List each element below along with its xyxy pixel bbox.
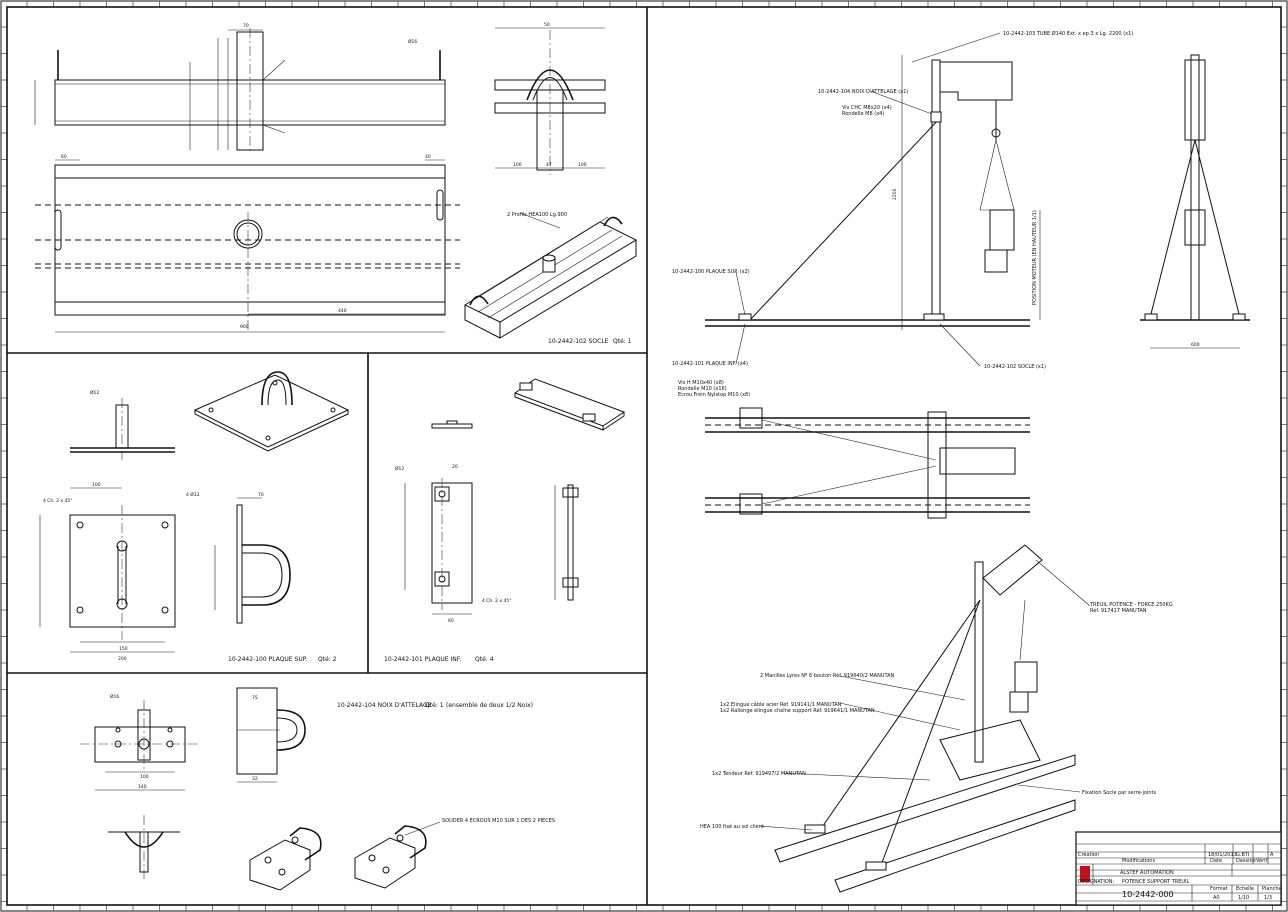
callout-tendeur: 1x2 Tendeur Réf. 919497/2 MANUTAN xyxy=(712,770,806,777)
dim-140: 140 xyxy=(138,784,147,790)
callout-elingue1: 1x2 Elingue câble acier Réf. 919141/1 MA… xyxy=(720,701,842,708)
dim-32: 32 xyxy=(252,776,258,782)
callout-treuil-ref: Réf. 917417 MANUTAN xyxy=(1090,607,1147,614)
callout-hea: HEA 100 fixé au sol client xyxy=(700,823,764,830)
dim-900: 900 xyxy=(240,324,249,330)
socle-views xyxy=(34,27,638,339)
tb-format-label: Format xyxy=(1210,886,1228,892)
tb-sheet-value: 1/3 xyxy=(1264,895,1272,901)
plaque-inf-views xyxy=(404,378,626,615)
dim-ch-b: 4 Ch. 2 x 45° xyxy=(482,598,512,604)
dim-75: 75 xyxy=(252,695,258,701)
noix-note: (ensemble de deux 1/2 Noix) xyxy=(446,702,533,709)
tb-drawing-number: 10-2442-000 xyxy=(1122,890,1174,899)
dim-100-c: 100 xyxy=(92,482,101,488)
dim-100-d: 100 xyxy=(140,774,149,780)
callout-vis-h: Vis H M10x40 (x8) xyxy=(678,380,724,386)
company-logo xyxy=(1080,866,1090,882)
tb-sheet-label: Planche xyxy=(1262,886,1282,892)
dim-150: 150 xyxy=(119,646,128,652)
assembly-side-view xyxy=(1140,54,1250,349)
callout-rondelle-m10: Rondelle M10 (x16) xyxy=(678,386,727,392)
tb-company: ALSTEF AUTOMATION xyxy=(1120,870,1174,876)
tb-format-value: A0 xyxy=(1213,895,1220,901)
dim-100-a: 100 xyxy=(513,162,522,168)
callout-vis-noix: Vis CHC M8x20 (x4) xyxy=(842,105,892,111)
tb-revision: A xyxy=(1270,852,1274,858)
callout-plaque-inf: 10-2442-101 PLAQUE INF. (x4) xyxy=(672,361,748,367)
tb-scale-label: Echelle xyxy=(1236,886,1254,892)
plaque-sup-caption: 10-2442-100 PLAQUE SUP. xyxy=(228,656,307,663)
dim-60-b: 60 xyxy=(448,618,454,624)
tb-designation-label: DESIGNATION: xyxy=(1078,879,1115,885)
tb-creation: Création xyxy=(1078,851,1099,858)
dim-d12: Ø12 xyxy=(90,389,99,396)
tb-scale-value: 1/10 xyxy=(1238,895,1249,901)
dim-40: 40 xyxy=(425,154,431,160)
callout-plaque-sup: 10-2442-100 PLAQUE SUP. (x2) xyxy=(672,269,750,275)
noix-weld-note: SOUDER 4 ECROUS M10 SUR 1 DES 2 PIECES xyxy=(442,818,555,824)
callout-noix: 10-2442-104 NOIX D'ATTELAGE (x1) xyxy=(818,89,908,95)
dim-4x12: 4 Ø12 xyxy=(186,491,200,498)
plaque-inf-qty: Qté: 4 xyxy=(475,656,494,663)
callout-socle: 10-2442-102 SOCLE (x1) xyxy=(984,364,1046,370)
callout-elingue2: 1x2 Rallonge élingue chaîne support Réf.… xyxy=(720,707,875,714)
dim-2200: 2200 xyxy=(892,188,898,200)
socle-iso-note: 2 Profils HEA100 Lg.900 xyxy=(507,212,567,218)
tb-date-label: Date xyxy=(1210,858,1222,864)
assembly-plan-view xyxy=(705,407,1030,519)
dim-d16: Ø16 xyxy=(408,38,417,45)
title-block xyxy=(1075,831,1282,906)
callout-rondelle-noix: Rondelle M8 (x4) xyxy=(842,111,884,117)
assembly-front-view xyxy=(705,32,1041,330)
inner-frame xyxy=(6,6,1282,906)
noix-qty: Qté: 1 xyxy=(425,702,444,709)
callout-manille: 2 Manilles Lyres Nº 6 bouton Réf. 919640… xyxy=(760,672,895,679)
tb-modifications: Modifications xyxy=(1122,858,1155,864)
dim-50: 50 xyxy=(544,22,550,28)
dim-d16-b: Ø16 xyxy=(110,693,119,700)
plaque-inf-caption: 10-2442-101 PLAQUE INF. xyxy=(384,656,461,663)
tb-author: G.BTI xyxy=(1236,852,1249,858)
callout-tube: 10-2442-103 TUBE Ø140 Ext. x ep.3 x Lg. … xyxy=(1003,30,1133,37)
callout-leaders xyxy=(735,90,1091,831)
dim-440: 440 xyxy=(338,308,347,314)
dim-2x12: Ø12 xyxy=(395,465,404,472)
noix-views xyxy=(80,687,441,891)
tb-checked-label: Vérif. xyxy=(1256,857,1269,864)
callout-fixation: Fixation Socle par serre-joints xyxy=(1082,790,1156,796)
dim-20: 20 xyxy=(452,464,458,470)
dim-70-b: 70 xyxy=(258,492,264,498)
tb-designation-value: POTENCE SUPPORT TREUIL xyxy=(1122,879,1190,885)
dim-60: 60 xyxy=(61,154,67,160)
noix-caption: 10-2442-104 NOIX D'ATTELAGE xyxy=(337,702,432,709)
callout-treuil: TREUIL POTENCE - FORCE 250KG xyxy=(1089,602,1173,608)
dim-chamfer: 4 Ch. 2 x 45° xyxy=(43,498,73,504)
assembly-isometric-view xyxy=(774,544,1076,893)
tb-date-value: 18/01/2013 xyxy=(1208,852,1237,858)
dim-600: 600 xyxy=(1191,342,1200,348)
dim-200: 200 xyxy=(118,656,127,662)
plaque-sup-qty: Qté: 2 xyxy=(318,656,337,663)
callout-hauteur: POSITION MOTEUR (EN HAUTEUR 1/1) xyxy=(1032,210,1038,305)
dim-100-b: 100 xyxy=(578,162,587,168)
dim-47: 47 xyxy=(546,162,552,168)
socle-caption: 10-2442-102 SOCLE xyxy=(548,338,609,345)
socle-qty: Qté: 1 xyxy=(613,338,632,345)
callout-ecrou: Ecrou Frein Nylstop M10 (x8) xyxy=(678,392,750,398)
tb-drawn-label: Dessiné xyxy=(1236,857,1256,864)
dim-70: 70 xyxy=(243,23,249,29)
plaque-sup-views xyxy=(39,371,350,653)
